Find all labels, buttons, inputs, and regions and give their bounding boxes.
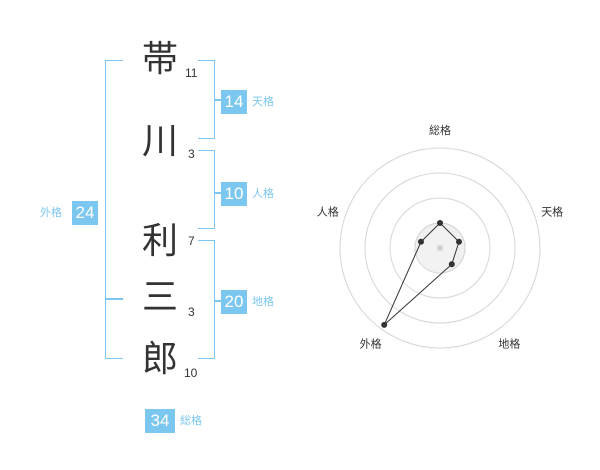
stroke-count-4: 3 bbox=[188, 305, 195, 319]
radar-center-point bbox=[437, 245, 443, 251]
name-char-5: 郎 bbox=[142, 339, 179, 380]
jinkaku-bracket-tick bbox=[215, 192, 221, 194]
radar-axis-label-4: 外格 bbox=[360, 337, 382, 351]
radar-ring-4 bbox=[339, 147, 541, 349]
name-char-1: 帯 bbox=[142, 39, 179, 80]
chikaku-label: 地格 bbox=[252, 295, 274, 308]
stroke-count-1: 11 bbox=[185, 66, 198, 80]
name-char-2: 川 bbox=[142, 121, 179, 162]
radar-polygon bbox=[383, 222, 460, 326]
chikaku-badge: 20 bbox=[221, 290, 247, 314]
gaikaku-bracket bbox=[105, 60, 123, 359]
soukaku-badge: 34 bbox=[145, 409, 175, 433]
radar-point-5 bbox=[418, 238, 424, 245]
soukaku-label: 総格 bbox=[180, 414, 202, 427]
stroke-count-3: 7 bbox=[188, 234, 195, 248]
name-char-3: 利 bbox=[142, 221, 179, 262]
radar-point-2 bbox=[456, 238, 462, 245]
tenkaku-label: 天格 bbox=[252, 95, 274, 108]
radar-axis-label-2: 天格 bbox=[541, 205, 563, 219]
jinkaku-badge: 10 bbox=[221, 182, 247, 206]
radar-axis-label-3: 地格 bbox=[498, 337, 520, 351]
gaikaku-badge: 24 bbox=[72, 201, 98, 225]
gaikaku-bracket-divider bbox=[105, 298, 123, 300]
radar-axis-label-1: 総格 bbox=[429, 123, 451, 137]
radar-axis-label-5: 人格 bbox=[317, 205, 339, 219]
radar-ring-2 bbox=[389, 197, 491, 299]
jinkaku-bracket bbox=[198, 150, 215, 229]
stroke-count-2: 3 bbox=[188, 147, 195, 161]
stroke-count-5: 10 bbox=[184, 366, 198, 380]
tenkaku-bracket bbox=[198, 60, 215, 139]
chikaku-bracket-tick bbox=[215, 300, 221, 302]
radar-point-1 bbox=[437, 220, 443, 226]
tenkaku-badge: 14 bbox=[221, 90, 247, 114]
radar-ring-3 bbox=[364, 172, 516, 324]
chikaku-bracket bbox=[198, 240, 215, 359]
name-char-4: 三 bbox=[142, 277, 179, 318]
radar-point-3 bbox=[448, 261, 455, 268]
radar-data bbox=[381, 220, 462, 328]
radar-point-4 bbox=[381, 321, 388, 328]
tenkaku-bracket-tick bbox=[215, 99, 221, 101]
gaikaku-label: 外格 bbox=[40, 206, 62, 219]
jinkaku-label: 人格 bbox=[252, 187, 274, 200]
